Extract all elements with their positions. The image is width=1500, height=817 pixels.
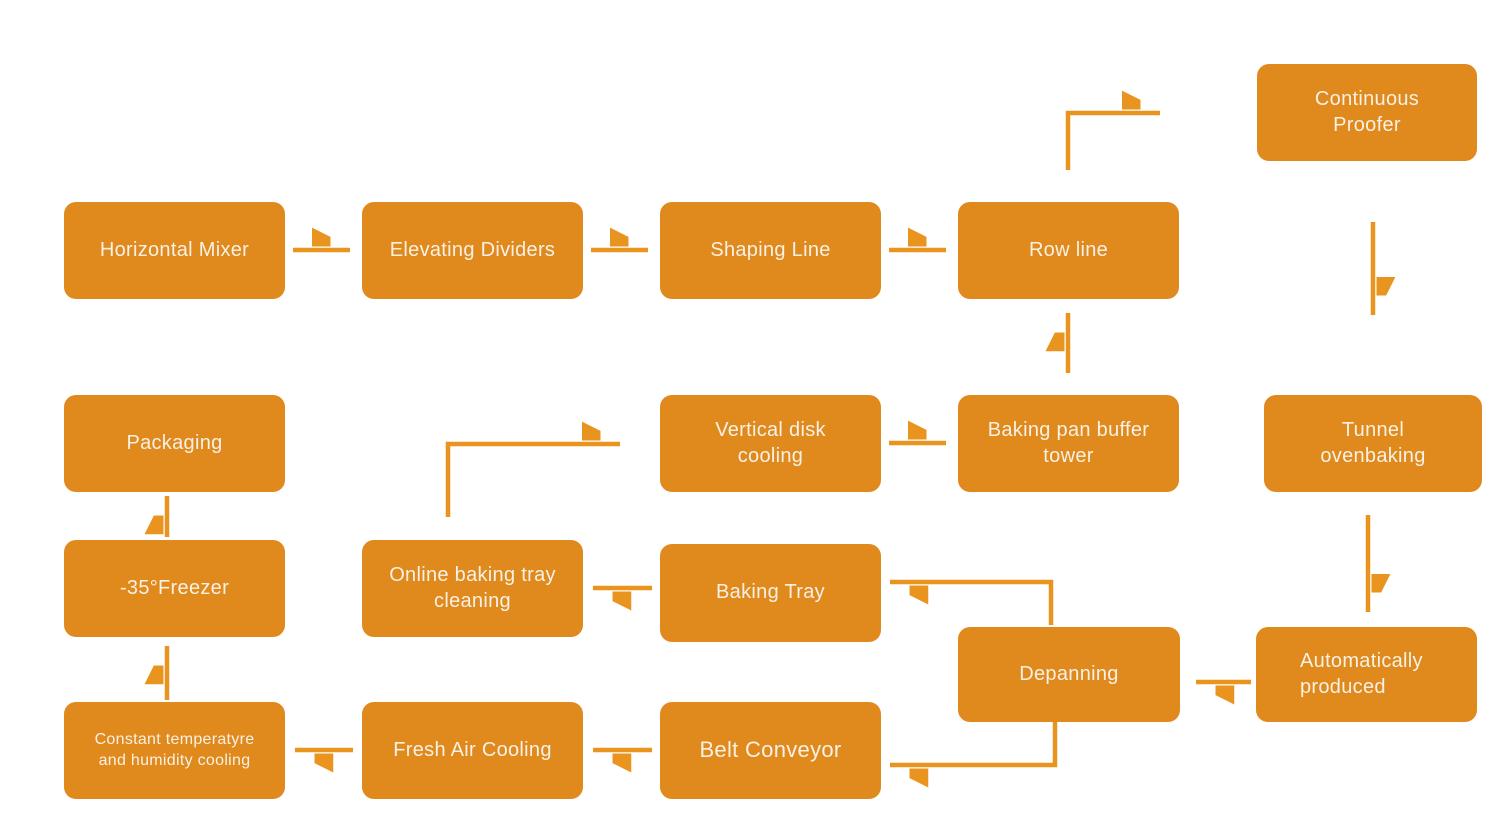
node-continuous-proofer: Continuous Proofer [1257, 64, 1477, 161]
node-label-belt-conveyor: Belt Conveyor [699, 737, 842, 763]
node-fresh-air-cooling: Fresh Air Cooling [362, 702, 583, 799]
node-horizontal-mixer: Horizontal Mixer [64, 202, 285, 299]
node-label-elevating-dividers: Elevating Dividers [389, 238, 556, 261]
node-label-packaging: Packaging [126, 431, 223, 454]
edge-arrow-e-rowline-proofer [1065, 113, 1160, 170]
edge-arrow-e-cleaning-disk [445, 444, 620, 517]
node-freezer: -35°Freezer [64, 540, 285, 637]
node-label-fresh-air-cooling: Fresh Air Cooling [393, 738, 552, 761]
node-constant-temperature: Constant temperatyre and humidity coolin… [64, 702, 285, 799]
node-belt-conveyor: Belt Conveyor [660, 702, 881, 799]
node-label-depanning: Depanning [1019, 662, 1119, 685]
node-label-tunnel-ovenbaking: Tunnel ovenbaking [1320, 418, 1426, 467]
node-automatically-produced: Automatically produced [1256, 627, 1477, 722]
node-elevating-dividers: Elevating Dividers [362, 202, 583, 299]
node-label-baking-tray: Baking Tray [716, 581, 825, 604]
edge-arrow-e-depanning-belt [890, 722, 1058, 765]
node-label-automatically-produced: Automatically produced [1300, 649, 1423, 698]
node-depanning: Depanning [958, 627, 1180, 722]
node-baking-pan-buffer-tower: Baking pan buffer tower [958, 395, 1179, 492]
node-label-constant-temperature: Constant temperatyre and humidity coolin… [94, 731, 255, 769]
node-label-horizontal-mixer: Horizontal Mixer [99, 238, 250, 261]
edge-arrow-e-depanning-tray [890, 579, 1054, 625]
node-vertical-disk-cooling: Vertical disk cooling [660, 395, 881, 492]
node-label-baking-pan-buffer-tower: Baking pan buffer tower [987, 418, 1150, 467]
node-baking-tray: Baking Tray [660, 544, 881, 642]
node-label-online-baking-tray-cleaning: Online baking tray cleaning [389, 563, 556, 612]
node-tunnel-ovenbaking: Tunnel ovenbaking [1264, 395, 1482, 492]
node-shaping-line: Shaping Line [660, 202, 881, 299]
node-packaging: Packaging [64, 395, 285, 492]
node-label-row-line: Row line [1028, 238, 1109, 261]
node-online-baking-tray-cleaning: Online baking tray cleaning [362, 540, 583, 637]
node-label-freezer: -35°Freezer [119, 576, 230, 599]
node-label-vertical-disk-cooling: Vertical disk cooling [715, 418, 826, 467]
node-label-shaping-line: Shaping Line [710, 238, 831, 261]
node-label-continuous-proofer: Continuous Proofer [1314, 87, 1420, 136]
node-row-line: Row line [958, 202, 1179, 299]
